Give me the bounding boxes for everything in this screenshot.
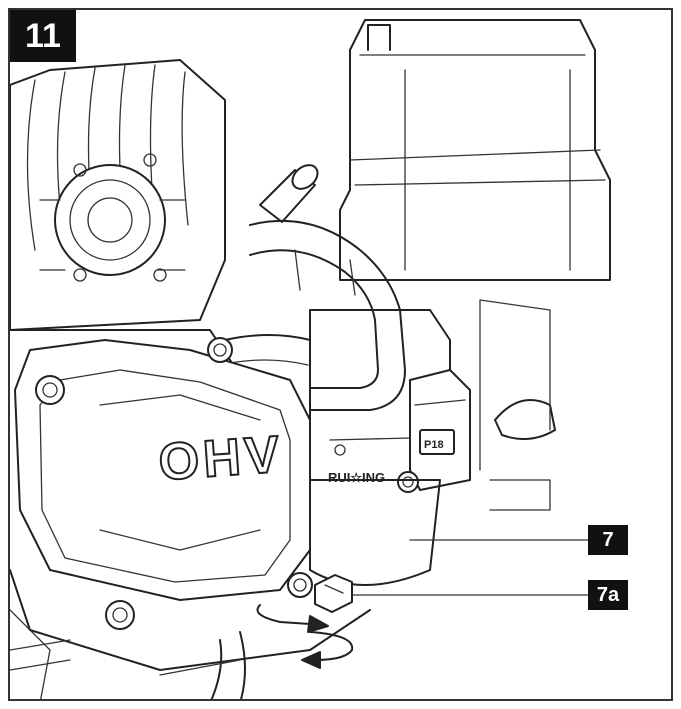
valve-cover	[14, 337, 313, 630]
oil-drain-plug	[314, 574, 353, 613]
figure-frame: OHV P18 RUI☆ING 11 7 7a	[8, 8, 673, 701]
carburettor	[309, 299, 556, 511]
crankcase	[10, 329, 441, 699]
fuel-tank	[339, 19, 611, 281]
rotation-arrow-icon	[256, 604, 354, 669]
cylinder-head	[10, 59, 226, 331]
callout-7a: 7a	[588, 580, 628, 610]
recoil-handle	[159, 631, 246, 699]
part-code-label: P18	[424, 439, 444, 451]
plate-engraving: RUI☆ING	[328, 470, 385, 485]
callout-7: 7	[588, 525, 628, 555]
breather-hose	[219, 164, 406, 411]
cover-engraving: OHV	[157, 425, 285, 492]
engine-illustration: OHV P18 RUI☆ING	[10, 19, 611, 699]
figure-number: 11	[10, 10, 76, 62]
